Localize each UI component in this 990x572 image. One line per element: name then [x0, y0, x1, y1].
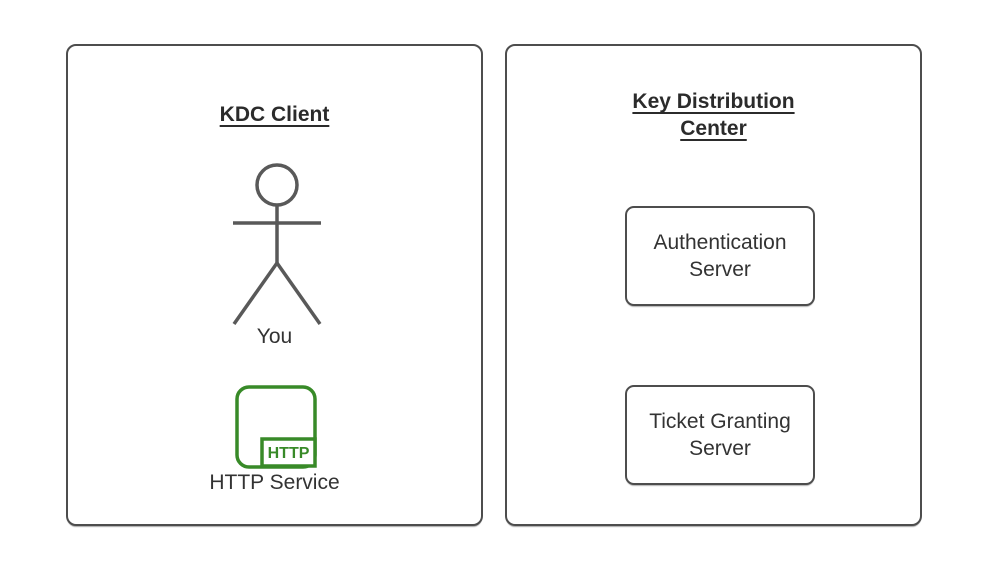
person-icon [232, 163, 322, 326]
authentication-server-node: Authentication Server [625, 206, 815, 306]
kdc-client-title: KDC Client [219, 103, 330, 126]
http-service-icon: HTTP [235, 385, 317, 469]
http-badge-text: HTTP [268, 445, 310, 462]
actor-label: You [256, 325, 293, 348]
person-head [255, 163, 299, 207]
http-service-label: HTTP Service [209, 471, 340, 494]
key-distribution-center-panel: Key Distribution Center Authentication S… [505, 44, 922, 526]
person-left-leg [232, 261, 279, 326]
ticket-granting-server-label: Ticket Granting Server [649, 410, 791, 460]
key-distribution-center-title: Key Distribution Center [632, 90, 795, 140]
kdc-client-panel: KDC Client You HTTP HTTP Service [66, 44, 483, 526]
http-icon-badge [260, 437, 317, 468]
person-right-leg [275, 261, 322, 326]
ticket-granting-server-node: Ticket Granting Server [625, 385, 815, 485]
authentication-server-label: Authentication Server [653, 231, 787, 281]
